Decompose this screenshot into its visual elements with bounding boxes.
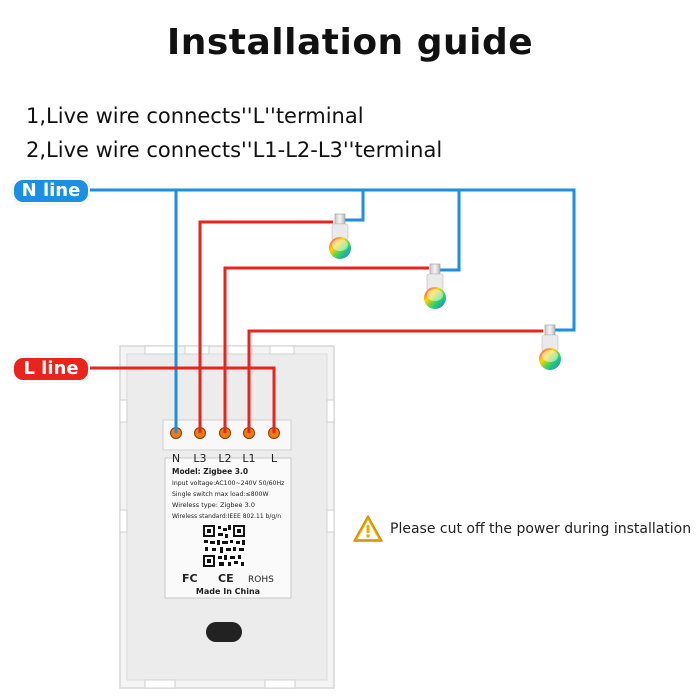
device-wireless-type: Wireless type: Zigbee 3.0 (172, 501, 255, 509)
l-wire-main (86, 366, 276, 433)
qr-code-icon (202, 524, 246, 568)
light-bulb-icon (329, 213, 351, 259)
cert-ce: CE (218, 572, 234, 585)
l-line-label: L line (12, 356, 90, 382)
n-wire-main (86, 188, 576, 332)
device-wireless-standard: Wireless standard:IEEE 802.11 b/g/n (172, 513, 281, 520)
terminal-label-l3: L3 (193, 452, 206, 465)
mounting-slot (206, 622, 242, 642)
light-bulb-icon (424, 263, 446, 309)
page-title: Installation guide (166, 22, 534, 63)
device-model: Model: Zigbee 3.0 (172, 467, 248, 476)
n-wires (86, 188, 576, 433)
terminal-label-l: L (271, 452, 278, 465)
l3-wire (198, 220, 333, 433)
switch-panel (119, 345, 335, 689)
terminal-label-l2: L2 (218, 452, 231, 465)
device-max-load: Single switch max load:≤800W (172, 491, 269, 498)
l2-wire (223, 266, 429, 433)
power-warning: Please cut off the power during installa… (352, 514, 691, 544)
n-wire-bulb-1 (343, 190, 365, 222)
cert-fc: FC (182, 572, 198, 585)
l-wires (86, 220, 543, 433)
terminal-label-n: N (172, 452, 180, 465)
cert-rohs: ROHS (248, 575, 274, 585)
instruction-step-2: 2,Live wire connects''L1-L2-L3''terminal (26, 138, 443, 162)
made-in-china: Made In China (196, 587, 260, 596)
light-bulb-icon (539, 324, 561, 370)
device-input-voltage: Input voltage:AC100~240V 50/60Hz (172, 480, 284, 487)
n-wire-bulb-2 (437, 190, 461, 272)
instruction-step-1: 1,Live wire connects''L''terminal (26, 104, 364, 128)
l1-wire (247, 329, 543, 433)
terminal-label-l1: L1 (242, 452, 255, 465)
n-line-label: N line (12, 178, 90, 204)
warning-icon (353, 515, 383, 542)
warning-text: Please cut off the power during installa… (390, 521, 692, 537)
